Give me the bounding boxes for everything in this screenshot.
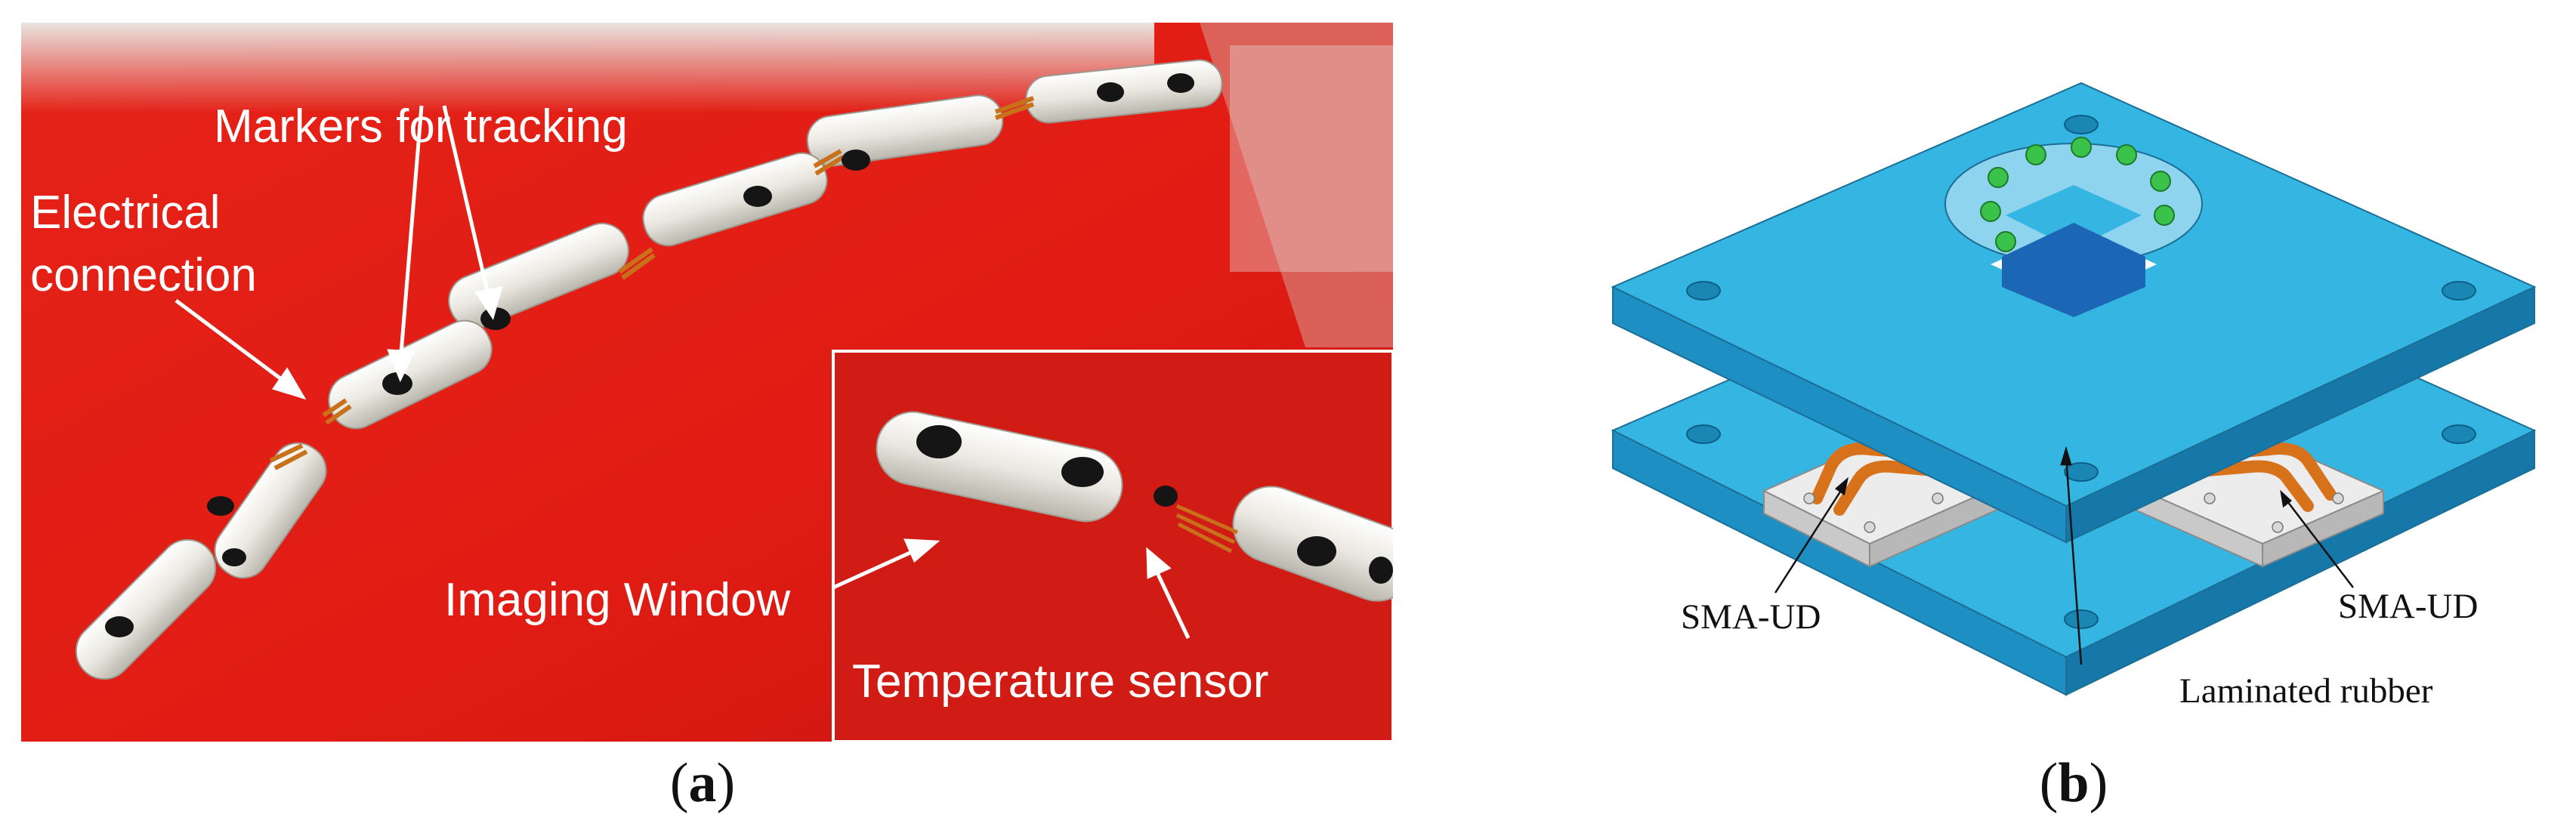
label-laminated-rubber: Laminated rubber: [2179, 671, 2433, 711]
caption-a: (a): [669, 752, 736, 814]
robot-photo: Markers for tracking Electrical connecti…: [21, 23, 1393, 742]
caption-b: (b): [2039, 752, 2108, 814]
bolts-grey: [1803, 492, 2344, 533]
photo-panel-a: Markers for tracking Electrical connecti…: [21, 23, 1393, 742]
annotation-arrows: [175, 105, 1191, 640]
caption-a-letter: a: [688, 752, 717, 814]
label-electrical-2: connection: [30, 249, 257, 301]
label-electrical-1: Electrical: [30, 187, 221, 239]
bearing-diagram: SMA-UD SMA-UD Laminated rubber: [1611, 82, 2537, 711]
label-sma-ud-left: SMA-UD: [1681, 597, 1821, 637]
sma-ud-devices: [1811, 443, 2337, 516]
label-temperature-sensor: Temperature sensor: [852, 655, 1268, 708]
green-bolts: [1980, 137, 2175, 252]
label-markers: Markers for tracking: [214, 100, 628, 153]
wire-joints: [269, 96, 1035, 470]
cad-panel-b: SMA-UD SMA-UD Laminated rubber: [1583, 38, 2565, 717]
tracking-markers: [105, 73, 1194, 637]
top-plate: [1611, 82, 2537, 544]
label-imaging-window: Imaging Window: [444, 574, 791, 626]
label-sma-ud-right: SMA-UD: [2338, 587, 2478, 626]
caption-b-letter: b: [2058, 752, 2090, 814]
leader-lines: [1774, 446, 2354, 665]
